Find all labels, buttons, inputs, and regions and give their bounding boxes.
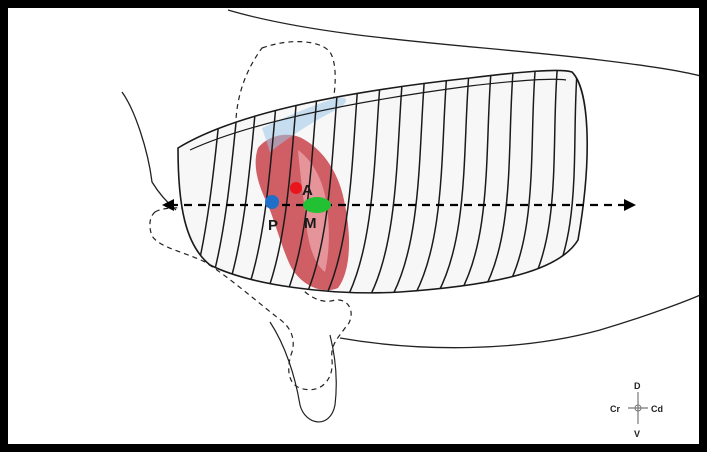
marker-m-label: M <box>304 215 317 232</box>
compass-caudal-label: Cd <box>651 404 663 414</box>
marker-a-label: A <box>302 182 313 199</box>
marker-p-dot <box>265 195 279 209</box>
marker-p-label: P <box>268 217 278 234</box>
compass-dorsal-label: D <box>634 381 641 391</box>
marker-a-dot <box>290 182 302 194</box>
compass-cranial-label: Cr <box>610 404 620 414</box>
compass-ventral-label: V <box>634 429 640 439</box>
marker-m-dot <box>303 197 331 213</box>
